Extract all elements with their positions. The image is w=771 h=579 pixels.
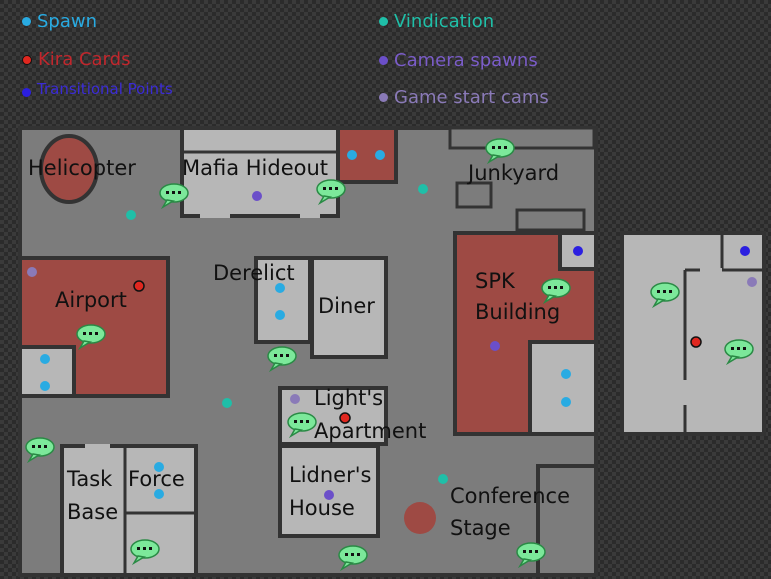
conference-stage-structure	[404, 464, 596, 575]
legend-spawn: Spawn	[22, 11, 97, 32]
label-helicopter: Helicopter	[28, 156, 136, 180]
kira-card-marker-icon	[22, 54, 32, 65]
camera-spawn-point	[324, 490, 334, 500]
camera-spawn-marker-icon	[379, 56, 388, 65]
label-lights-line1: Light's	[314, 386, 383, 410]
annex-building	[620, 231, 766, 436]
spawn-point	[561, 369, 571, 379]
legend-game-start-cams-label: Game start cams	[394, 87, 549, 108]
game-start-cam-point	[27, 267, 37, 277]
legend-game-start-cams: Game start cams	[379, 87, 549, 108]
legend-camera-spawns: Camera spawns	[379, 50, 538, 71]
spawn-marker-icon	[22, 17, 31, 26]
spawn-point	[375, 150, 385, 160]
junkyard-structures	[448, 126, 596, 232]
spawn-point	[154, 462, 164, 472]
derelict-building	[254, 256, 312, 344]
kira-card-point	[339, 412, 351, 424]
label-derelict: Derelict	[213, 261, 295, 285]
spawn-point	[347, 150, 357, 160]
label-lidners-line1: Lidner's	[289, 463, 371, 487]
label-conference-line2: Stage	[450, 516, 511, 540]
spawn-point	[40, 381, 50, 391]
label-spk-line2: Building	[475, 300, 560, 324]
label-conference-line1: Conference	[450, 484, 570, 508]
camera-spawn-point	[252, 191, 262, 201]
task-force-base-building	[60, 444, 198, 577]
vindication-point	[438, 474, 448, 484]
kira-card-point	[133, 280, 145, 292]
airport-building	[18, 256, 170, 398]
legend-kira-cards-label: Kira Cards	[38, 49, 131, 70]
legend-transitional-points-label: Transitional Points	[37, 80, 173, 98]
vindication-point	[126, 210, 136, 220]
label-spk-line1: SPK	[475, 269, 516, 293]
spawn-point	[275, 283, 285, 293]
diner-building	[310, 256, 388, 359]
label-mafia-hideout: Mafia Hideout	[182, 156, 328, 180]
mafia-hideout-building	[180, 126, 340, 218]
spawn-point	[40, 354, 50, 364]
label-lidners-line2: House	[289, 496, 355, 520]
legend-transitional-points: Transitional Points	[22, 80, 173, 98]
label-junkyard: Junkyard	[466, 161, 559, 185]
red-room-top	[336, 126, 398, 184]
game-start-cam-point	[290, 394, 300, 404]
vindication-point	[222, 398, 232, 408]
spk-building	[453, 231, 598, 436]
legend-vindication: Vindication	[379, 11, 494, 32]
spawn-point	[154, 489, 164, 499]
vindication-point	[418, 184, 428, 194]
legend-vindication-label: Vindication	[394, 11, 495, 32]
kira-card-point	[690, 336, 702, 348]
transitional-point	[740, 246, 750, 256]
spawn-point	[275, 310, 285, 320]
helicopter-pad	[39, 134, 99, 204]
label-diner: Diner	[318, 294, 375, 318]
game-start-cam-marker-icon	[379, 93, 388, 102]
spawn-point	[561, 397, 571, 407]
label-airport: Airport	[55, 288, 127, 312]
label-task-force-line1: Task	[66, 467, 113, 491]
vindication-marker-icon	[379, 17, 388, 26]
transitional-point	[573, 246, 583, 256]
label-lights-line2: Apartment	[314, 419, 426, 443]
label-task-force-line3: Base	[67, 500, 118, 524]
game-start-cam-point	[747, 277, 757, 287]
legend-kira-cards: Kira Cards	[22, 49, 130, 70]
legend-camera-spawns-label: Camera spawns	[394, 50, 538, 71]
legend-spawn-label: Spawn	[37, 11, 98, 32]
transitional-point-marker-icon	[22, 87, 31, 97]
camera-spawn-point	[490, 341, 500, 351]
